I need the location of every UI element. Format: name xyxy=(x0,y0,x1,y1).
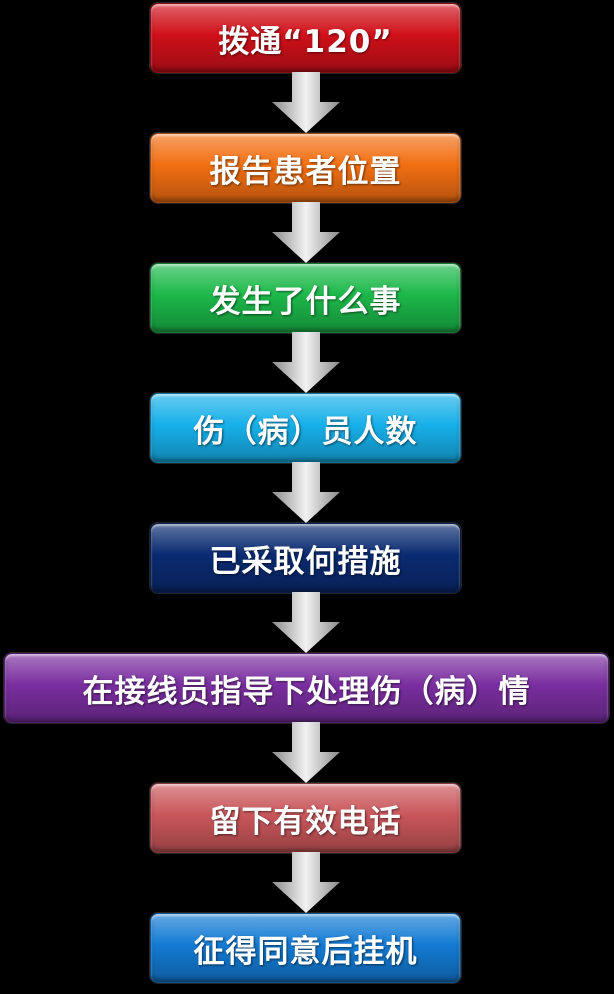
step-hang-up: 征得同意后挂机 xyxy=(150,913,461,983)
step-follow-guidance: 在接线员指导下处理伤（病）情 xyxy=(4,653,609,723)
step-report-location: 报告患者位置 xyxy=(150,133,461,203)
step-label: 已采取何措施 xyxy=(209,543,402,580)
down-arrow-icon xyxy=(272,462,340,523)
step-label: 报告患者位置 xyxy=(209,153,402,190)
down-arrow-icon xyxy=(272,722,340,783)
step-label: 拨通“120” xyxy=(218,23,393,60)
step-what-happened: 发生了什么事 xyxy=(150,263,461,333)
down-arrow-icon xyxy=(272,332,340,393)
step-label: 征得同意后挂机 xyxy=(193,933,418,970)
step-label: 发生了什么事 xyxy=(209,283,402,320)
down-arrow-icon xyxy=(272,852,340,913)
step-label: 留下有效电话 xyxy=(209,803,402,840)
step-measures-taken: 已采取何措施 xyxy=(150,523,461,593)
step-dial-120: 拨通“120” xyxy=(150,3,461,73)
down-arrow-icon xyxy=(272,72,340,133)
step-label: 伤（病）员人数 xyxy=(193,413,418,450)
down-arrow-icon xyxy=(272,202,340,263)
step-leave-phone: 留下有效电话 xyxy=(150,783,461,853)
step-label: 在接线员指导下处理伤（病）情 xyxy=(82,673,531,710)
down-arrow-icon xyxy=(272,592,340,653)
step-casualty-count: 伤（病）员人数 xyxy=(150,393,461,463)
